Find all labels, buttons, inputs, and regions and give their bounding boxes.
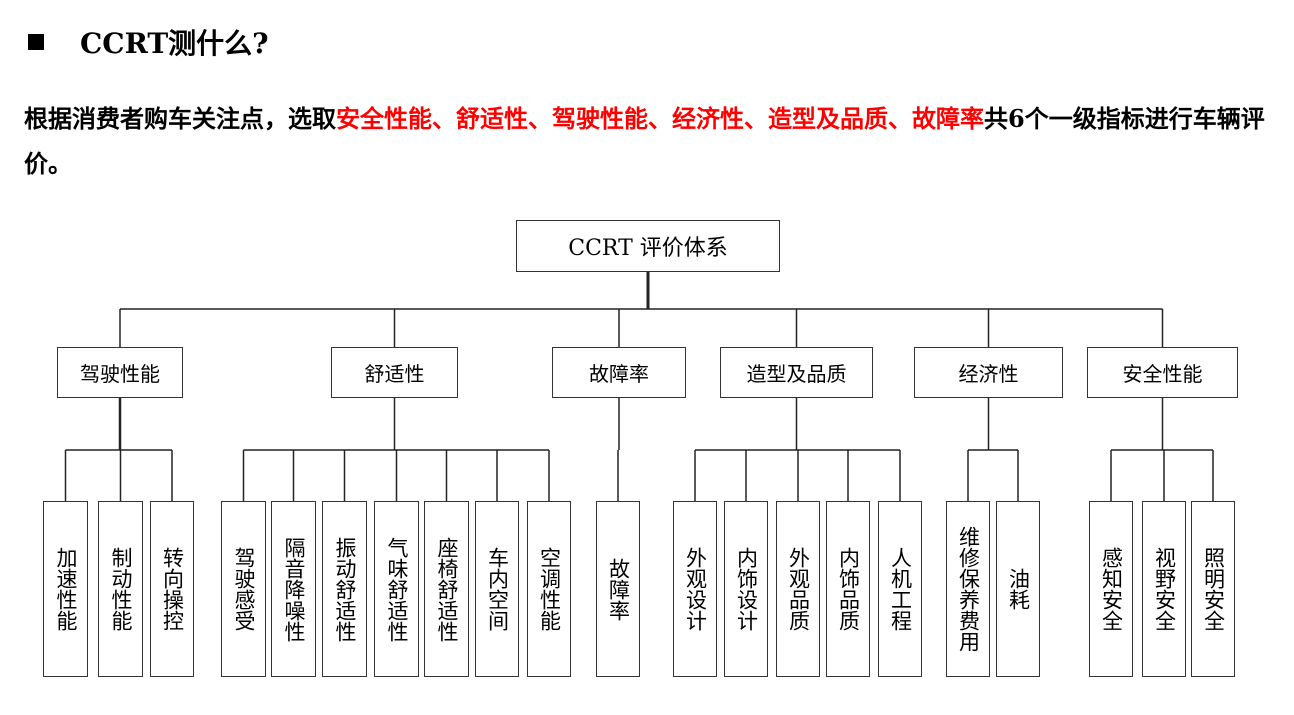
intro-paragraph: 根据消费者购车关注点，选取安全性能、舒适性、驾驶性能、经济性、造型及品质、故障率…	[24, 96, 1294, 186]
indicator-node: 隔音降噪性	[271, 501, 316, 677]
indicator-node: 维修保养费用	[946, 501, 990, 677]
indicator-node: 内饰品质	[826, 501, 870, 677]
indicator-node: 驾驶感受	[221, 501, 266, 677]
paragraph-highlight: 安全性能、舒适性、驾驶性能、经济性、造型及品质、故障率	[336, 104, 984, 133]
indicator-node: 气味舒适性	[374, 501, 419, 677]
indicator-node: 座椅舒适性	[424, 501, 469, 677]
indicator-node: 油耗	[996, 501, 1040, 677]
indicator-node: 照明安全	[1191, 501, 1235, 677]
indicator-node: 转向操控	[150, 501, 194, 677]
category-node: 安全性能	[1087, 347, 1238, 398]
indicator-node: 振动舒适性	[322, 501, 367, 677]
indicator-node: 空调性能	[527, 501, 571, 677]
category-node: 舒适性	[331, 347, 458, 398]
paragraph-prefix: 根据消费者购车关注点，选取	[24, 104, 336, 133]
indicator-node: 视野安全	[1142, 501, 1186, 677]
bullet-square-icon	[28, 34, 44, 50]
category-node: 故障率	[552, 347, 686, 398]
indicator-node: 外观品质	[776, 501, 820, 677]
category-node: 经济性	[914, 347, 1063, 398]
indicator-node: 感知安全	[1089, 501, 1133, 677]
indicator-node: 人机工程	[878, 501, 922, 677]
indicator-node: 加速性能	[43, 501, 88, 677]
category-node: 驾驶性能	[57, 347, 183, 398]
paragraph-suffix: 共6个一级指标进行车辆评价。	[24, 104, 1265, 178]
indicator-node: 外观设计	[673, 501, 717, 677]
heading-text: CCRT测什么?	[80, 27, 269, 60]
category-node: 造型及品质	[720, 347, 873, 398]
indicator-node: 故障率	[596, 501, 640, 677]
indicator-node: 制动性能	[98, 501, 143, 677]
section-heading: CCRT测什么?	[28, 22, 269, 62]
indicator-node: 车内空间	[475, 501, 519, 677]
root-node: CCRT 评价体系	[516, 220, 780, 272]
indicator-node: 内饰设计	[724, 501, 768, 677]
